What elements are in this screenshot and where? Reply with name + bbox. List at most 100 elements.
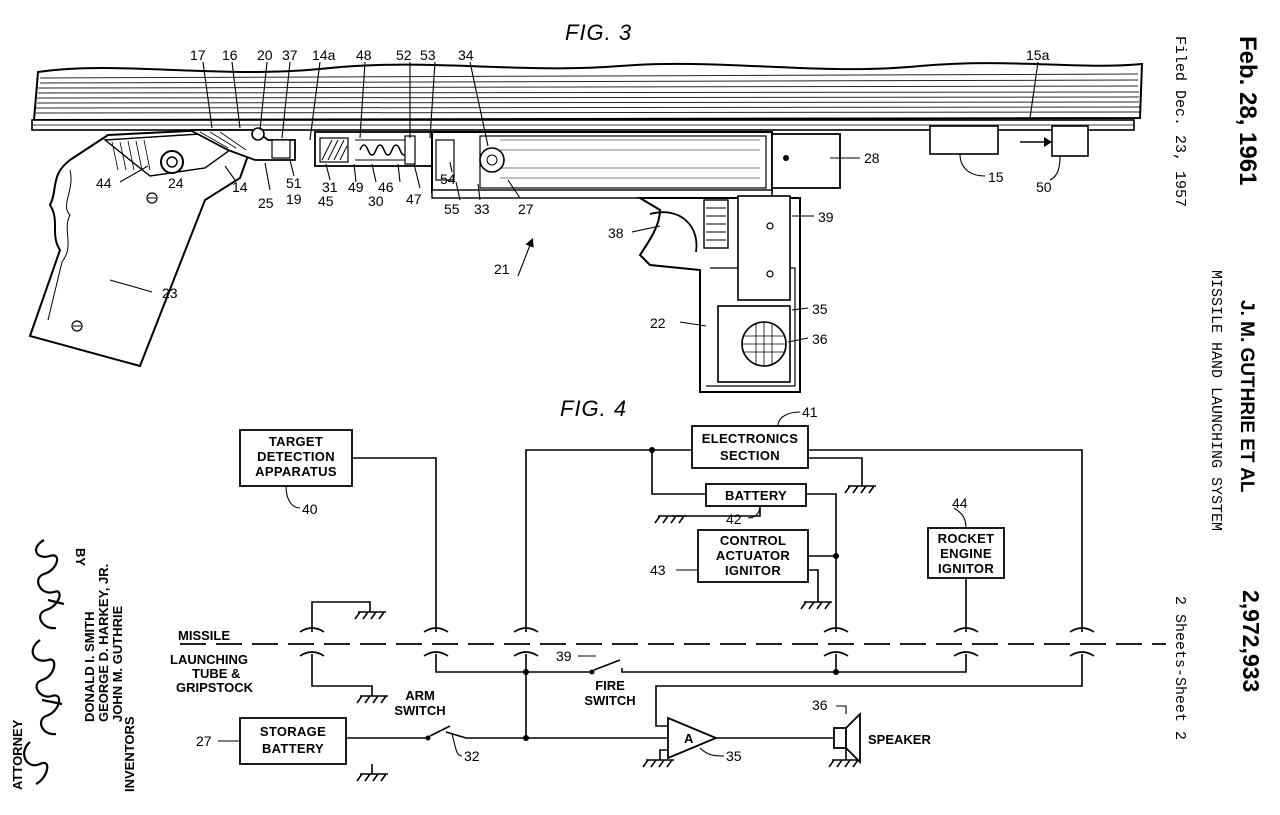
fire-switch-contact xyxy=(593,659,621,671)
ref-45: 45 xyxy=(318,193,334,209)
fig4-wiring xyxy=(311,449,1083,774)
battery-label: BATTERY xyxy=(725,488,787,503)
ref-20: 20 xyxy=(257,47,273,63)
arm-switch-line-2: SWITCH xyxy=(394,703,445,718)
attorney-signature-icon xyxy=(23,539,65,785)
ref-15: 15 xyxy=(988,169,1004,185)
inventor-2: GEORGE D. HARKEY, JR. xyxy=(96,564,111,722)
fig3-bracket xyxy=(189,127,296,161)
ref-49: 49 xyxy=(348,179,364,195)
fig4-connectors xyxy=(299,627,1095,657)
ref-40: 40 xyxy=(302,501,318,517)
ground-icon xyxy=(800,601,832,610)
ground-icon xyxy=(654,515,686,524)
fire-switch-line-2: SWITCH xyxy=(584,693,635,708)
fig3-title: FIG. 3 xyxy=(565,20,632,45)
block-battery: BATTERY xyxy=(705,483,807,507)
speaker-label: SPEAKER xyxy=(868,732,931,747)
storage-line-1: STORAGE xyxy=(260,724,326,739)
ref-23: 23 xyxy=(162,285,178,301)
ref-36-b: 36 xyxy=(812,697,828,713)
ref-30: 30 xyxy=(368,193,384,209)
ref-15a: 15a xyxy=(1026,47,1050,63)
ref-54: 54 xyxy=(440,171,456,187)
ref-33: 33 xyxy=(474,201,490,217)
ref-14: 14 xyxy=(232,179,248,195)
launching-line-3: GRIPSTOCK xyxy=(176,680,254,695)
inventor-1: JOHN M. GUTHRIE xyxy=(110,605,125,722)
fig3-leaders xyxy=(109,61,1061,343)
target-line-2: DETECTION xyxy=(257,449,335,464)
fig4-leaders xyxy=(218,411,967,757)
speaker-icon xyxy=(833,711,861,765)
arm-switch-contact xyxy=(429,725,451,737)
launching-line-2: TUBE & xyxy=(192,666,240,681)
attorney-label: ATTORNEY xyxy=(10,719,25,790)
fig3-rear-grip xyxy=(28,128,252,368)
ref-46: 46 xyxy=(378,179,394,195)
ref-41: 41 xyxy=(802,404,818,420)
ground-icon xyxy=(356,773,388,782)
fig3-reference-numerals: 17 16 20 37 14a 48 52 53 34 15a 28 15 50… xyxy=(96,47,1052,347)
ref-19: 19 xyxy=(286,191,302,207)
sheet-count: 2 Sheets-Sheet 2 xyxy=(1171,596,1188,740)
ref-25: 25 xyxy=(258,195,274,211)
ref-32: 32 xyxy=(464,748,480,764)
fig4-reference-numerals: 40 41 42 43 44 39 27 32 35 36 xyxy=(196,404,968,764)
ref-44: 44 xyxy=(96,175,112,191)
ref-35-b: 35 xyxy=(726,748,742,764)
storage-line-2: BATTERY xyxy=(262,741,324,756)
by-label: BY xyxy=(73,548,88,566)
block-control-actuator-ignitor: CONTROL ACTUATOR IGNITOR xyxy=(697,529,809,583)
fig3-front-grip xyxy=(636,195,801,393)
ref-34: 34 xyxy=(458,47,474,63)
fig4-switches xyxy=(425,447,839,741)
launching-line-1: LAUNCHING xyxy=(170,652,248,667)
ref-35: 35 xyxy=(812,301,828,317)
rocket-line-2: ENGINE xyxy=(940,546,992,561)
ref-37: 37 xyxy=(282,47,298,63)
fire-switch-line-1: FIRE xyxy=(595,678,625,693)
block-storage-battery: STORAGE BATTERY xyxy=(239,717,347,765)
electronics-line-1: ELECTRONICS xyxy=(702,431,798,446)
ref-21: 21 xyxy=(494,261,510,277)
fig4-grounds xyxy=(354,485,876,782)
patent-authors: J. M. GUTHRIE ET AL xyxy=(1236,300,1257,493)
ref-48: 48 xyxy=(356,47,372,63)
amplifier: A xyxy=(667,716,719,760)
rocket-line-1: ROCKET xyxy=(938,531,995,546)
ref-31: 31 xyxy=(322,179,338,195)
missile-label: MISSILE xyxy=(178,628,230,643)
amplifier-label: A xyxy=(684,731,694,746)
ref-43: 43 xyxy=(650,562,666,578)
ref-14a: 14a xyxy=(312,47,336,63)
ref-39-b: 39 xyxy=(556,648,572,664)
ref-53: 53 xyxy=(420,47,436,63)
ground-icon xyxy=(354,611,386,620)
fig3-drawing: FIG. 3 xyxy=(28,20,1144,393)
target-line-1: TARGET xyxy=(269,434,323,449)
ref-16: 16 xyxy=(222,47,238,63)
ground-icon xyxy=(828,759,860,768)
fig4-labels: MISSILE LAUNCHING TUBE & GRIPSTOCK ARM S… xyxy=(170,628,931,747)
ref-27: 27 xyxy=(518,201,534,217)
block-electronics-section: ELECTRONICS SECTION xyxy=(691,425,809,469)
fig4-schematic: FIG. 4 xyxy=(170,396,1166,782)
fig3-rail xyxy=(31,62,1144,131)
ref-47: 47 xyxy=(406,191,422,207)
ref-17: 17 xyxy=(190,47,206,63)
inventors-block: INVENTORS JOHN M. GUTHRIE GEORGE D. HARK… xyxy=(10,539,137,792)
patent-number: 2,972,933 xyxy=(1238,590,1264,692)
ref-52: 52 xyxy=(396,47,412,63)
block-target-detection: TARGET DETECTION APPARATUS xyxy=(239,429,353,487)
fig3-tube xyxy=(314,125,1089,199)
patent-date: Feb. 28, 1961 xyxy=(1234,36,1261,185)
fig4-title: FIG. 4 xyxy=(560,396,627,421)
ref-50: 50 xyxy=(1036,179,1052,195)
block-rocket-engine-ignitor: ROCKET ENGINE IGNITOR xyxy=(927,527,1005,579)
ref-22: 22 xyxy=(650,315,666,331)
ground-icon xyxy=(356,695,388,704)
ref-55: 55 xyxy=(444,201,460,217)
control-line-2: ACTUATOR xyxy=(716,548,790,563)
